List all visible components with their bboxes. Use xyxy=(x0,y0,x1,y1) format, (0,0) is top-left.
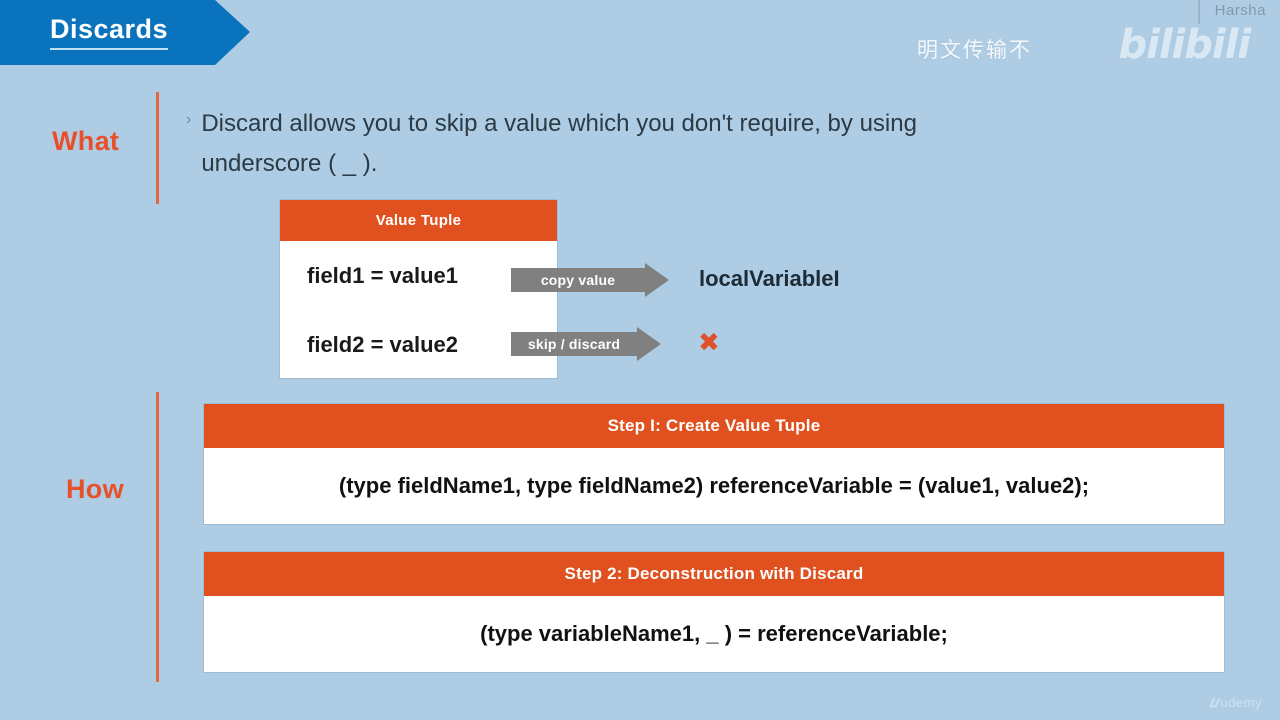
udemy-glyph-icon: 𝑢 xyxy=(1209,694,1219,711)
step-2-header: Step 2: Deconstruction with Discard xyxy=(204,552,1224,596)
arrow-head-icon xyxy=(645,263,669,297)
step-2-code: (type variableName1, _ ) = referenceVari… xyxy=(480,621,948,646)
target-local-variable: localVariableI xyxy=(699,266,840,291)
arrow-copy-value: copy value xyxy=(511,263,669,297)
slide-title-banner: Discards xyxy=(0,0,250,65)
step-1-header: Step I: Create Value Tuple xyxy=(204,404,1224,448)
chevron-right-icon: › xyxy=(186,111,192,128)
value-tuple-row-field2: field2 = value2 xyxy=(307,331,459,357)
page-title: Discards xyxy=(50,14,169,50)
what-paragraph-line2: underscore ( _ ). xyxy=(201,149,378,177)
value-tuple-row-field1: field1 = value1 xyxy=(307,262,459,288)
watermark-divider xyxy=(1198,0,1200,24)
section-label-how: How xyxy=(66,474,124,504)
udemy-wordmark: udemy xyxy=(1220,695,1262,710)
watermark-chinese-overlay: 明文传输不 xyxy=(917,39,1032,62)
discard-cross-icon: ✖ xyxy=(698,328,720,358)
arrow-skip-discard-label: skip / discard xyxy=(511,332,637,356)
watermark-author: Harsha xyxy=(1214,2,1266,19)
step-1-code: (type fieldName1, type fieldName2) refer… xyxy=(338,473,1090,498)
what-content-block: › Discard allows you to skip a value whi… xyxy=(186,104,1208,183)
step-card-1: Step I: Create Value Tuple (type fieldNa… xyxy=(203,403,1225,525)
what-paragraph-line1: Discard allows you to skip a value which… xyxy=(201,110,917,137)
arrow-head-icon xyxy=(637,327,661,361)
section-rule-what xyxy=(156,92,159,204)
step-card-2: Step 2: Deconstruction with Discard (typ… xyxy=(203,551,1225,673)
bilibili-logo-icon: bilibili xyxy=(1118,22,1251,68)
section-rule-how xyxy=(156,392,159,682)
value-tuple-header: Value Tuple xyxy=(280,200,557,241)
arrow-skip-discard: skip / discard xyxy=(511,327,661,361)
what-paragraph: Discard allows you to skip a value which… xyxy=(201,104,917,183)
arrow-copy-value-label: copy value xyxy=(511,268,645,292)
section-label-what: What xyxy=(52,126,120,156)
